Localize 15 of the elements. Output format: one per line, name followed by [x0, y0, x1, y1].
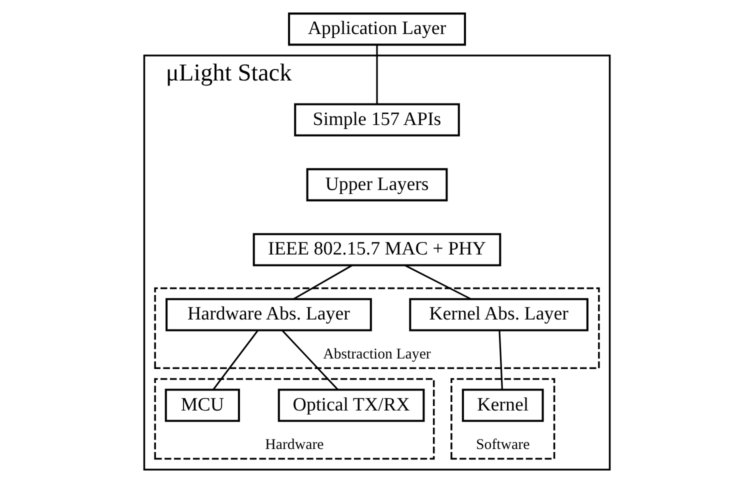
node-box: Optical TX/RX: [277, 388, 424, 422]
node-box: Hardware Abs. Layer: [165, 298, 372, 332]
node-box: Application Layer: [288, 12, 466, 46]
connector: [498, 330, 502, 390]
node-box: Kernel: [461, 388, 544, 422]
node-box: MCU: [164, 388, 240, 422]
connector: [212, 330, 258, 390]
connector: [404, 264, 471, 300]
connector: [281, 330, 338, 390]
node-box: Kernel Abs. Layer: [408, 298, 588, 332]
connector: [292, 264, 352, 300]
node-box: Upper Layers: [306, 168, 448, 202]
node-box: IEEE 802.15.7 MAC + PHY: [252, 233, 501, 266]
node-box: Simple 157 APIs: [294, 103, 460, 136]
connector: [376, 45, 378, 104]
